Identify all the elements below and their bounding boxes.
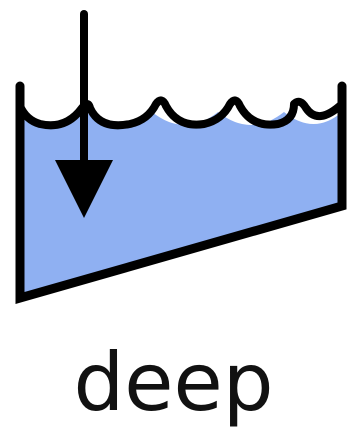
water-fill [20,112,342,298]
caption-label: deep [0,333,347,433]
deep-water-icon [0,0,347,330]
